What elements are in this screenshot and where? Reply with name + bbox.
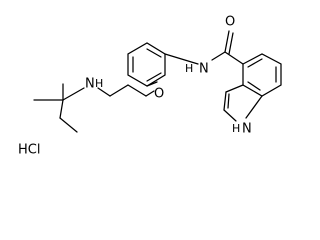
bond-ring-to-nh [164, 53, 199, 65]
label-amine-hydrogen: H [95, 77, 103, 90]
pyrrole-bond-2 [223, 91, 227, 111]
bond-c2-c3 [127, 84, 147, 97]
label-indole-nitrogen: N [242, 122, 252, 137]
bond-ethyl [59, 117, 78, 133]
molecule-diagram: O N H O N H H N HCl [18, 15, 282, 158]
indole-double-3 [247, 81, 261, 91]
bond-c3-o [145, 90, 155, 97]
bond-n-to-c1 [97, 87, 111, 97]
bond-co-double [228, 32, 234, 55]
bond-ring-to-o [146, 81, 158, 87]
pyrrole-double [227, 93, 230, 109]
label-amide-nitrogen: N [199, 62, 209, 77]
bond-nh-to-co [211, 51, 226, 61]
pyrrole-bond-1 [225, 84, 244, 93]
bond-co-to-ring [224, 51, 244, 65]
label-indole-hydrogen: H [232, 122, 240, 135]
label-amine-nitrogen: N [85, 77, 95, 92]
phenyl-double-1 [146, 48, 162, 58]
bond-quaternary-to-ch2 [59, 99, 64, 119]
indole-benzene-ring [242, 53, 282, 97]
label-ether-oxygen: O [154, 87, 164, 102]
indole-double-1 [247, 58, 263, 68]
label-amide-hydrogen: H [185, 62, 193, 75]
salt-label: HCl [18, 143, 40, 158]
structure-canvas: O N H O N H H N HCl [18, 15, 282, 158]
bond-quaternary-to-n [62, 87, 85, 101]
pyrrole-bond-4 [245, 95, 263, 119]
bond-c1-c2 [109, 84, 129, 97]
phenyl-double-3 [146, 72, 162, 82]
label-carbonyl-oxygen: O [225, 15, 235, 30]
bond-co-single [224, 30, 230, 53]
pyrrole-bond-3 [223, 109, 237, 122]
